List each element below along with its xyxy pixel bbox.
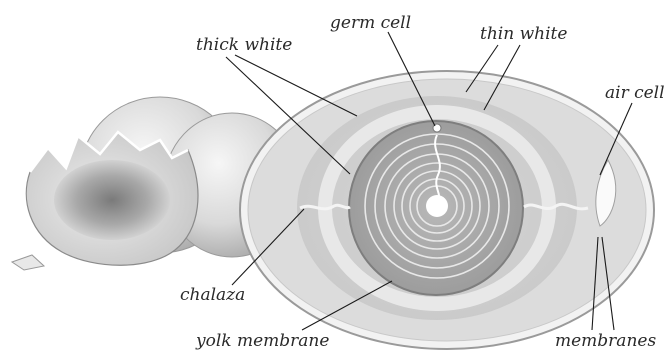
broken-egg-yolk xyxy=(54,160,170,240)
yolk-center xyxy=(426,195,448,217)
label-thick-white: thick white xyxy=(196,35,292,55)
label-germ-cell: germ cell xyxy=(330,13,411,33)
leader-thick-white-a xyxy=(235,55,357,116)
label-thin-white: thin white xyxy=(480,24,567,44)
shell-fragment xyxy=(12,255,44,270)
label-chalaza: chalaza xyxy=(180,285,245,305)
label-membranes: membranes xyxy=(555,331,656,351)
egg-cross-section xyxy=(240,71,654,349)
label-air-cell: air cell xyxy=(605,83,665,103)
label-yolk-membrane: yolk membrane xyxy=(195,331,329,351)
